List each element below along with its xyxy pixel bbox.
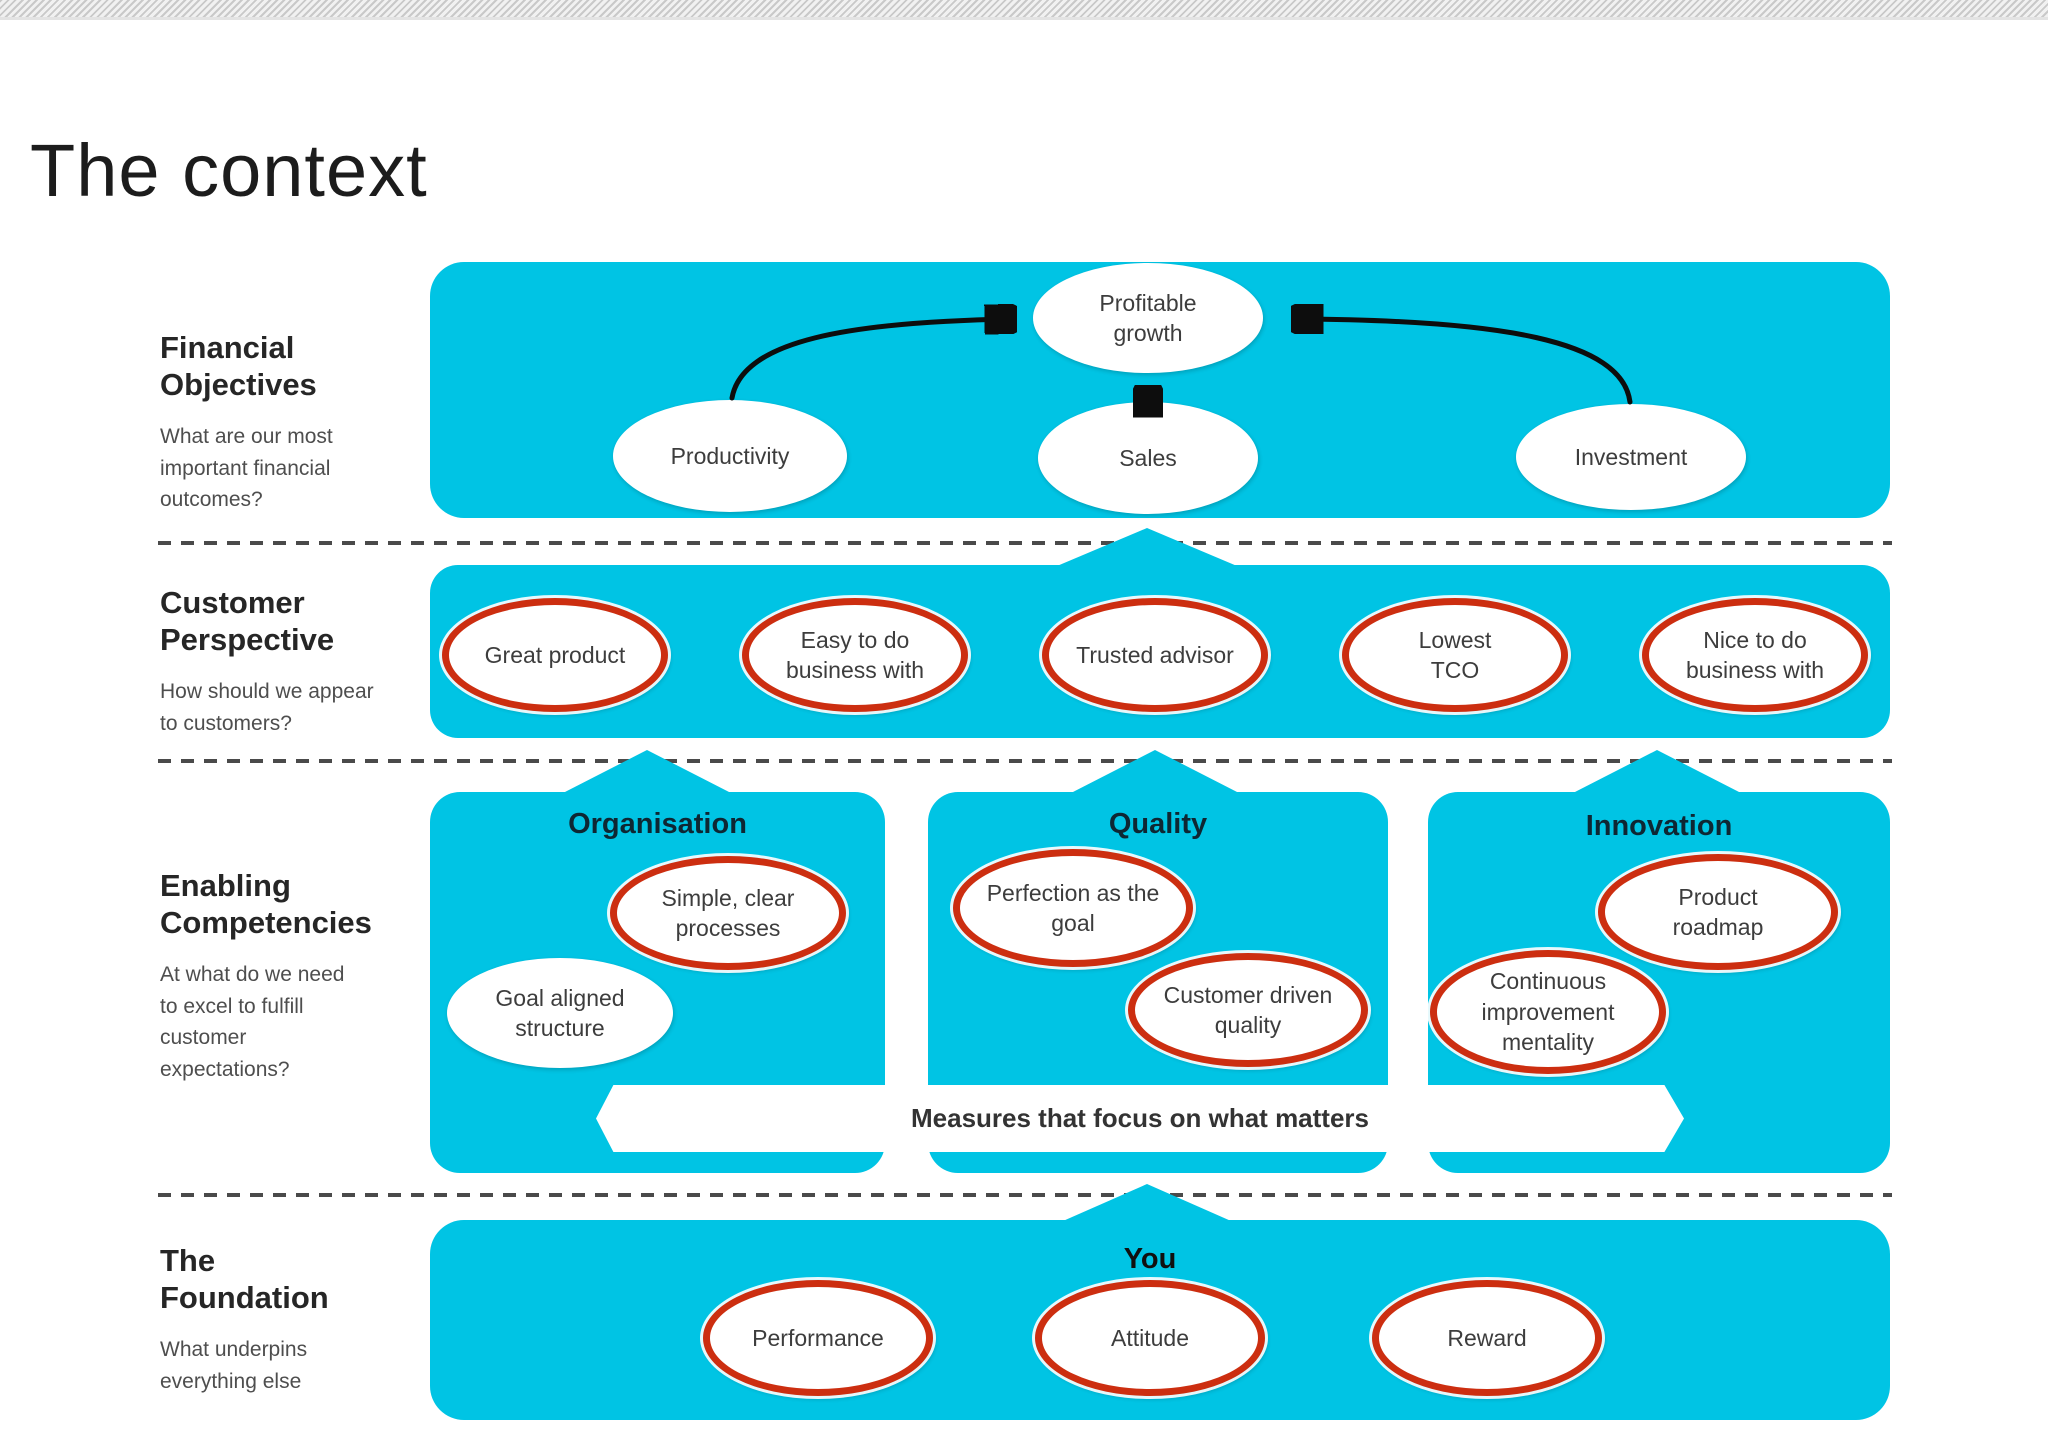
peak-customer-to-financial <box>1057 528 1237 566</box>
node-label: Customer driven quality <box>1163 981 1333 1038</box>
peak-innovation-to-customer <box>1573 750 1741 793</box>
node-goal-aligned-structure: Goal aligned structure <box>447 958 673 1068</box>
group-header-innovation: Innovation <box>1585 810 1733 842</box>
row-question-enabling: At what do we need to excel to fulfill c… <box>160 963 345 1081</box>
row-label-block-foundation: The Foundation What underpins everything… <box>160 1243 420 1397</box>
peak-organisation-to-customer <box>563 750 731 793</box>
measures-banner-label: Measures that focus on what matters <box>911 1103 1369 1133</box>
divider-customer-enabling <box>158 759 1892 763</box>
node-label: Productivity <box>670 442 790 469</box>
peak-foundation-to-enabling <box>1063 1184 1231 1221</box>
node-customer-driven-quality: Customer driven quality <box>1128 953 1368 1067</box>
arrow-investment-to-profitable-growth <box>1296 319 1633 405</box>
group-header-quality: Quality <box>1108 808 1208 840</box>
you-label: You <box>1123 1243 1177 1275</box>
node-label: Product roadmap <box>1672 883 1764 940</box>
peak-quality-to-customer <box>1071 750 1239 793</box>
node-profitable-growth: Profitable growth <box>1033 263 1263 373</box>
measures-banner: Measures that focus on what matters <box>596 1085 1684 1152</box>
row-question-financial: What are our most important financial ou… <box>160 425 333 512</box>
node-productivity: Productivity <box>613 400 847 512</box>
row-question-foundation: What underpins everything else <box>160 1338 308 1393</box>
row-label-block-customer: Customer Perspective How should we appea… <box>160 585 420 739</box>
node-continuous-improvement-mentality: Continuous improvement mentality <box>1430 950 1666 1074</box>
divider-enabling-foundation <box>158 1193 1892 1197</box>
node-label: Lowest TCO <box>1418 626 1492 683</box>
node-label: Performance <box>752 1324 884 1351</box>
node-label: Reward <box>1447 1324 1527 1351</box>
node-label: Profitable growth <box>1099 289 1197 346</box>
node-product-roadmap: Product roadmap <box>1598 854 1838 970</box>
node-simple-clear-processes: Simple, clear processes <box>610 856 846 970</box>
node-investment: Investment <box>1516 404 1746 510</box>
node-label: Great product <box>484 641 626 668</box>
node-attitude: Attitude <box>1035 1280 1265 1396</box>
arrow-productivity-to-profitable-growth <box>729 319 1012 401</box>
node-great-product: Great product <box>442 598 668 712</box>
top-stripe-decoration <box>0 0 2048 20</box>
node-label: Trusted advisor <box>1076 641 1234 668</box>
node-label: Perfection as the goal <box>986 879 1160 936</box>
row-label-block-financial: Financial Objectives What are our most i… <box>160 330 420 516</box>
row-label-the-foundation: The Foundation <box>160 1243 329 1315</box>
row-label-customer-perspective: Customer Perspective <box>160 585 335 657</box>
group-header-organisation: Organisation <box>568 808 747 840</box>
node-performance: Performance <box>703 1280 933 1396</box>
row-label-enabling-competencies: Enabling Competencies <box>160 868 372 940</box>
node-reward: Reward <box>1372 1280 1602 1396</box>
row-label-block-enabling: Enabling Competencies At what do we need… <box>160 868 420 1085</box>
node-label: Nice to do business with <box>1685 626 1825 683</box>
row-question-customer: How should we appear to customers? <box>160 680 374 735</box>
row-label-financial-objectives: Financial Objectives <box>160 330 317 402</box>
financial-arrows <box>729 262 1633 518</box>
node-sales: Sales <box>1038 402 1258 514</box>
node-label: Continuous improvement mentality <box>1481 968 1615 1056</box>
node-label: Goal aligned structure <box>495 984 625 1041</box>
node-easy-to-do-business-with: Easy to do business with <box>742 598 968 712</box>
node-label: Easy to do business with <box>785 626 925 683</box>
node-label: Simple, clear processes <box>661 884 795 941</box>
node-trusted-advisor: Trusted advisor <box>1042 598 1268 712</box>
node-lowest-tco: Lowest TCO <box>1342 598 1568 712</box>
node-nice-to-do-business-with: Nice to do business with <box>1642 598 1868 712</box>
page-title: The context <box>30 129 428 212</box>
divider-financial-customer <box>158 541 1892 545</box>
node-label: Sales <box>1119 444 1177 471</box>
node-label: Investment <box>1574 443 1688 470</box>
node-label: Attitude <box>1111 1324 1189 1351</box>
node-perfection-as-the-goal: Perfection as the goal <box>953 849 1193 967</box>
